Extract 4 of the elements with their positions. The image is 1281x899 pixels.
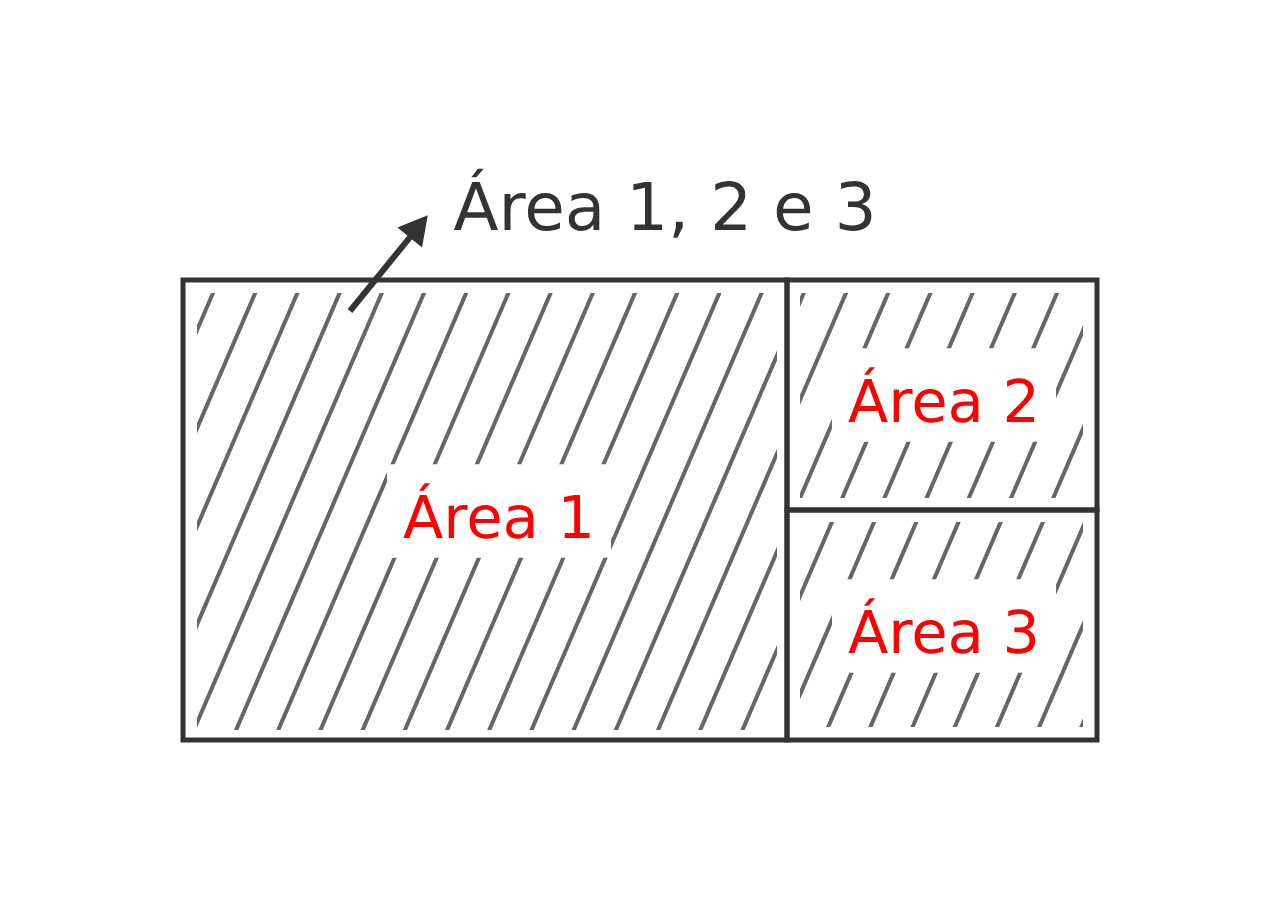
hatched-area: Área 1 — [180, 277, 790, 743]
hatched-area: Área 3 — [784, 507, 1100, 743]
hatched-area: Área 2 — [784, 277, 1100, 513]
callout-label: Área 1, 2 e 3 — [453, 168, 872, 238]
